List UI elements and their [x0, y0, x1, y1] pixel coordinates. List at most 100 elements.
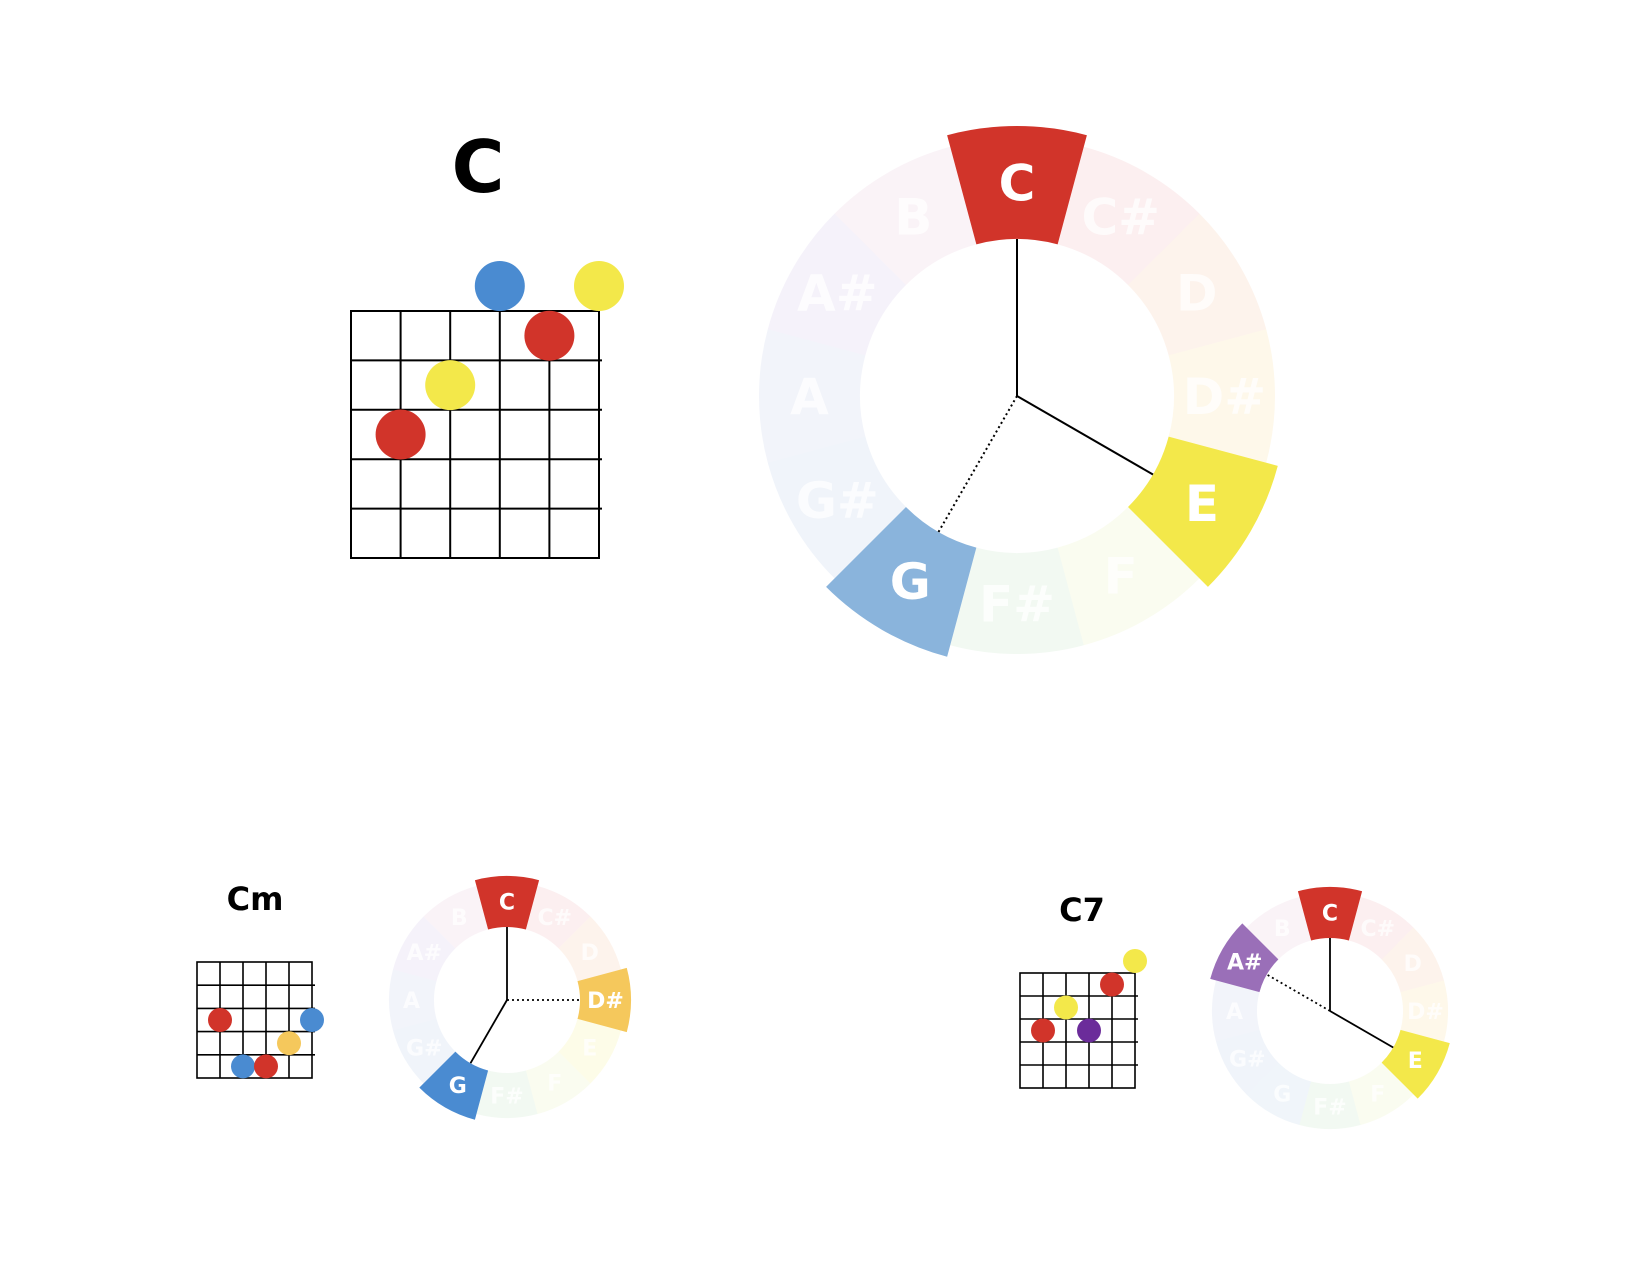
finger-dot — [300, 1008, 324, 1032]
wheel-label-a-sharp: A# — [1227, 951, 1262, 976]
wheel-segment-g-sharp — [393, 1018, 456, 1084]
wheel-segment-a — [389, 969, 437, 1031]
wheel-label-a: A — [403, 989, 420, 1014]
chord-cm-note-wheel: CC#DD#EFF#GG#AA#B — [389, 876, 631, 1120]
wheel-segment-d-sharp — [1400, 980, 1448, 1042]
wheel-label-e: E — [1408, 1049, 1423, 1074]
wheel-label-a: A — [1226, 1000, 1243, 1025]
wheel-label-b: B — [1274, 917, 1291, 942]
wheel-segment-g-sharp — [1216, 1029, 1279, 1095]
wheel-label-c-sharp: C# — [1360, 917, 1395, 942]
wheel-label-f-sharp: F# — [490, 1084, 523, 1109]
finger-dot — [1054, 995, 1078, 1020]
chord-cm-title: Cm — [227, 880, 284, 918]
fretboard-frame — [350, 310, 600, 559]
wheel-segment-c — [947, 126, 1087, 245]
wheel-label-g: G — [890, 553, 931, 611]
wheel-label-c: C — [999, 155, 1036, 213]
wheel-segment-f — [525, 1051, 591, 1114]
wheel-label-f-sharp: F# — [1313, 1095, 1346, 1120]
wheel-label-c-sharp: C# — [537, 906, 572, 931]
wheel-segment-c — [474, 876, 540, 930]
wheel-label-a-sharp: A# — [407, 941, 442, 966]
wheel-segment-d — [558, 916, 621, 982]
finger-dot — [1031, 1018, 1055, 1043]
wheel-label-e: E — [1185, 475, 1219, 533]
wheel-segment-b — [423, 886, 489, 949]
wheel-segment-g — [1246, 1062, 1312, 1125]
wheel-segment-d-sharp — [1168, 329, 1275, 463]
finger-dot — [208, 1008, 232, 1032]
wheel-label-b: B — [894, 188, 932, 246]
wheel-label-g-sharp: G# — [406, 1037, 443, 1062]
wheel-line-e — [1016, 395, 1154, 476]
wheel-segment-a — [759, 329, 866, 463]
wheel-segment-c-sharp — [1057, 146, 1200, 285]
chord-c-panel: C C C# D D# EF F# GG# A A# B — [350, 125, 1278, 657]
wheel-line-a-sharp — [1266, 973, 1331, 1012]
wheel-segment-c — [1297, 887, 1363, 941]
wheel-segment-f-sharp — [950, 547, 1084, 654]
wheel-segment-e — [1128, 436, 1278, 587]
wheel-label-b: B — [451, 906, 468, 931]
wheel-segment-d-sharp — [577, 967, 631, 1033]
fretboard-frame — [1019, 972, 1136, 1089]
wheel-segment-e — [558, 1018, 621, 1084]
wheel-segment-e — [1381, 1029, 1450, 1099]
open-string-marker — [1123, 949, 1147, 973]
wheel-label-f: F — [1370, 1083, 1385, 1108]
wheel-segment-f — [1348, 1062, 1414, 1125]
open-string-marker — [574, 261, 624, 311]
wheel-segment-g-sharp — [767, 436, 906, 579]
finger-dot — [1100, 972, 1124, 997]
finger-dot — [1077, 1018, 1101, 1043]
wheel-label-c-sharp: C# — [1081, 188, 1160, 246]
wheel-label-g-sharp: G# — [796, 472, 879, 530]
finger-dot — [277, 1031, 301, 1056]
chord-c7-title: C7 — [1059, 891, 1105, 929]
chord-c7-fretboard — [1019, 949, 1147, 1089]
wheel-segment-f-sharp — [476, 1070, 538, 1118]
wheel-line-e — [1329, 1010, 1394, 1049]
wheel-segment-f-sharp — [1299, 1081, 1361, 1129]
wheel-label-g-sharp: G# — [1229, 1048, 1266, 1073]
wheel-segment-b — [834, 146, 977, 285]
wheel-line-g — [469, 999, 508, 1064]
wheel-label-f: F — [1104, 548, 1138, 606]
wheel-label-d-sharp: D# — [1183, 368, 1266, 426]
wheel-label-c: C — [1322, 901, 1338, 926]
wheel-segment-b — [1246, 897, 1312, 960]
wheel-label-e: E — [582, 1037, 597, 1062]
open-string-marker — [474, 261, 525, 311]
chord-c-note-wheel: C C# D D# EF F# GG# A A# B — [759, 126, 1278, 657]
wheel-segment-c-sharp — [1348, 897, 1414, 960]
wheel-label-a: A — [790, 368, 829, 426]
wheel-segment-c-sharp — [525, 886, 591, 949]
finger-dot — [254, 1054, 278, 1079]
wheel-line-g — [937, 395, 1018, 533]
wheel-segment-a-sharp — [393, 916, 456, 982]
chord-cm-panel: Cm CC#DD#EFF#GG#AA#B — [196, 876, 631, 1120]
wheel-label-g: G — [449, 1074, 467, 1099]
chord-c-title: C — [452, 125, 505, 209]
wheel-label-d: D — [581, 941, 599, 966]
wheel-label-d: D — [1404, 952, 1422, 977]
wheel-segment-d — [1381, 927, 1444, 993]
finger-dot — [375, 409, 426, 460]
finger-dot — [231, 1054, 255, 1079]
chord-c7-note-wheel: CC#DD#EFF#GG#AA#B — [1210, 887, 1450, 1129]
wheel-segment-f — [1057, 507, 1200, 646]
wheel-label-d-sharp: D# — [1407, 1000, 1444, 1025]
wheel-label-f-sharp: F# — [979, 576, 1055, 634]
wheel-label-d: D — [1176, 264, 1218, 322]
wheel-segment-d — [1128, 213, 1267, 356]
chord-cm-fretboard — [196, 961, 324, 1079]
wheel-label-f: F — [547, 1072, 562, 1097]
wheel-segment-a-sharp — [767, 213, 906, 356]
chord-c-fretboard — [350, 261, 624, 559]
finger-dot — [524, 310, 575, 361]
wheel-segment-a-sharp — [1210, 923, 1279, 993]
chord-c7-panel: C7 CC#DD#EFF#GG#AA#B — [1019, 887, 1450, 1129]
wheel-label-a-sharp: A# — [797, 264, 878, 322]
